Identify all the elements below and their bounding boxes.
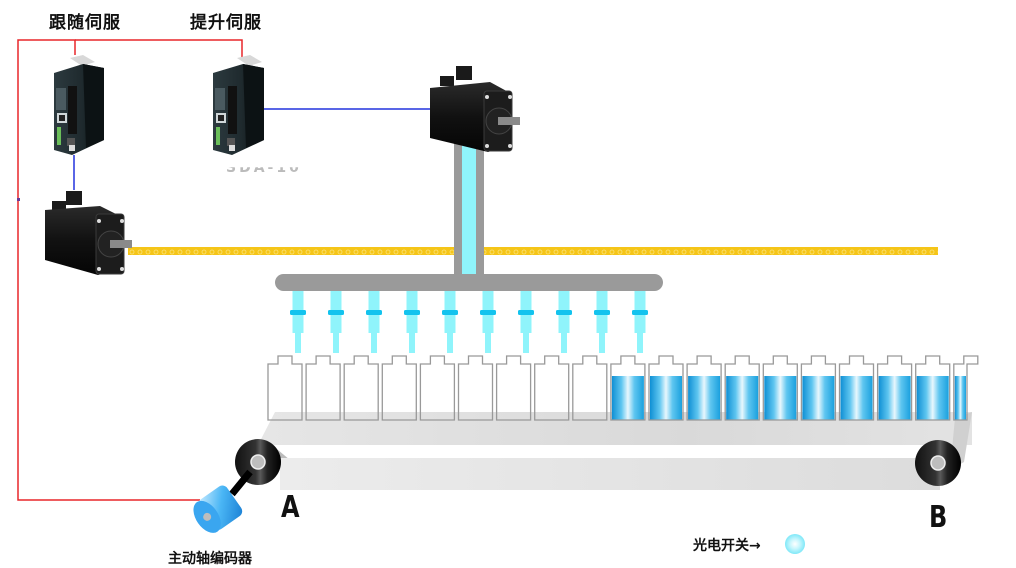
drive-connector [70, 55, 95, 66]
nozzle-valve-band [328, 310, 344, 315]
nozzle-valve-band [632, 310, 648, 315]
pulley-b[interactable] [915, 440, 961, 486]
bottle-empty [419, 355, 456, 421]
filling-nozzle [328, 291, 344, 353]
bottle-empty [305, 355, 341, 421]
bottle-filled [838, 355, 875, 421]
nozzle-valve-band [518, 310, 534, 315]
nozzle-valve-band [366, 310, 382, 315]
encoder-shaft [229, 469, 253, 497]
bottle-liquid [916, 376, 949, 420]
bottle-filled [953, 355, 979, 421]
filling-nozzle [366, 291, 382, 353]
filling-nozzle [480, 291, 496, 353]
bottle-liquid [878, 376, 911, 420]
photo-switch-text: 光电开关 [693, 538, 749, 554]
bottle-empty [343, 355, 379, 421]
bottle-empty [457, 355, 494, 421]
bottle-row [267, 355, 979, 421]
bottle-empty [534, 355, 570, 421]
bottle-liquid [954, 376, 966, 420]
follow-servo-motor[interactable] [45, 191, 132, 275]
follow-servo-drive[interactable] [54, 55, 104, 155]
bottle-liquid [840, 376, 873, 420]
nozzle-valve-band [404, 310, 420, 315]
bottle-filled [876, 355, 913, 421]
bottle-empty [495, 355, 532, 421]
main-shaft-encoder[interactable] [188, 469, 253, 538]
point-a-label: A [281, 490, 300, 525]
power-wiring [17, 39, 243, 501]
lift-servo-motor[interactable] [430, 66, 520, 152]
bottle-empty [381, 355, 417, 421]
lift-column [454, 140, 484, 278]
filling-nozzle [518, 291, 534, 353]
bottle-liquid [650, 376, 682, 420]
filling-nozzle [290, 291, 306, 353]
bottle-filled [724, 355, 760, 421]
follow-servo-label: 跟随伺服 [49, 13, 121, 33]
filling-nozzle [442, 291, 458, 353]
bottle-liquid [802, 376, 835, 420]
photo-switch-sensor[interactable] [785, 534, 805, 554]
filling-nozzle [556, 291, 572, 353]
nozzle-valve-band [442, 310, 458, 315]
bottle-liquid [611, 376, 644, 420]
filling-nozzle [632, 291, 648, 353]
bottle-empty [572, 355, 608, 421]
bottle-liquid [726, 376, 759, 420]
nozzle-valve-band [594, 310, 610, 315]
lift-servo-drive[interactable] [213, 55, 264, 155]
arrow-right-icon: → [749, 538, 761, 554]
bottle-liquid [764, 376, 797, 420]
filling-nozzle [594, 291, 610, 353]
nozzle-valve-band [480, 310, 496, 315]
drive-connector [237, 55, 262, 66]
nozzle-group [290, 291, 648, 353]
power-wire-lift [75, 39, 243, 57]
filling-nozzle [404, 291, 420, 353]
wire-junction [17, 198, 20, 201]
bottle-filled [915, 355, 951, 421]
bottle-filled [610, 355, 646, 421]
bottle-filled [686, 355, 722, 421]
power-wire-encoder [17, 39, 200, 501]
bottle-liquid [688, 376, 721, 420]
filling-manifold [275, 274, 663, 291]
signal-wiring [73, 108, 430, 190]
bottle-filled [648, 355, 684, 421]
bottle-filled [762, 355, 798, 421]
feed-pipe [462, 140, 476, 275]
bottle-empty [267, 355, 303, 421]
nozzle-valve-band [290, 310, 306, 315]
lift-servo-label: 提升伺服 [190, 13, 262, 33]
photo-switch-label: 光电开关→ [693, 535, 761, 555]
conveyor [258, 412, 972, 490]
servo-model-label: SDA-10 [226, 160, 302, 176]
drive-chain [128, 247, 938, 255]
bottle-filled [800, 355, 837, 421]
point-b-label: B [929, 500, 948, 535]
encoder-label: 主动轴编码器 [168, 551, 252, 567]
conveyor-bottom-belt [280, 458, 940, 490]
nozzle-valve-band [556, 310, 572, 315]
